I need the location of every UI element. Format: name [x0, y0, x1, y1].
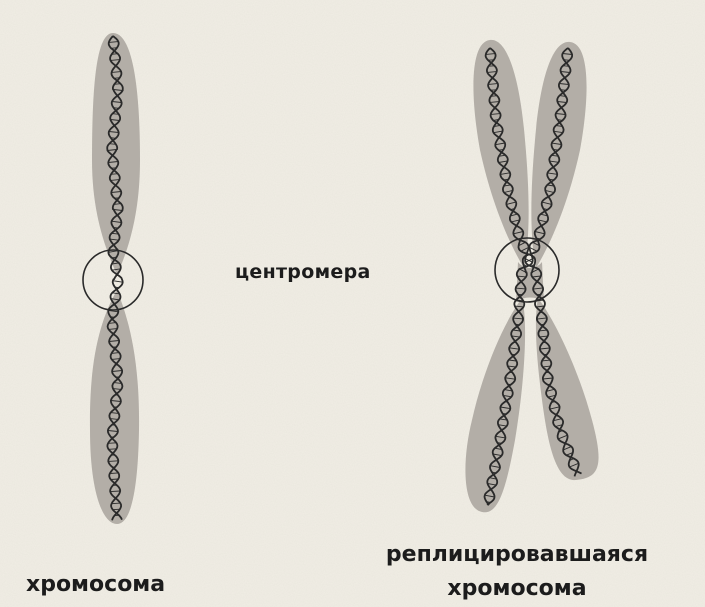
replicated-label-line2: хромосома: [362, 572, 672, 606]
dna-base-pair: [110, 491, 120, 492]
replicated-label-line1: реплицировавшаяся: [362, 538, 672, 572]
chromosome-label: хромосома: [26, 572, 165, 597]
replicated-chromosome-label: реплицировавшаяся хромосома: [362, 538, 672, 606]
dna-base-pair: [112, 503, 121, 504]
centromere-label: центромера: [235, 261, 371, 283]
dna-base-pair: [108, 461, 118, 462]
